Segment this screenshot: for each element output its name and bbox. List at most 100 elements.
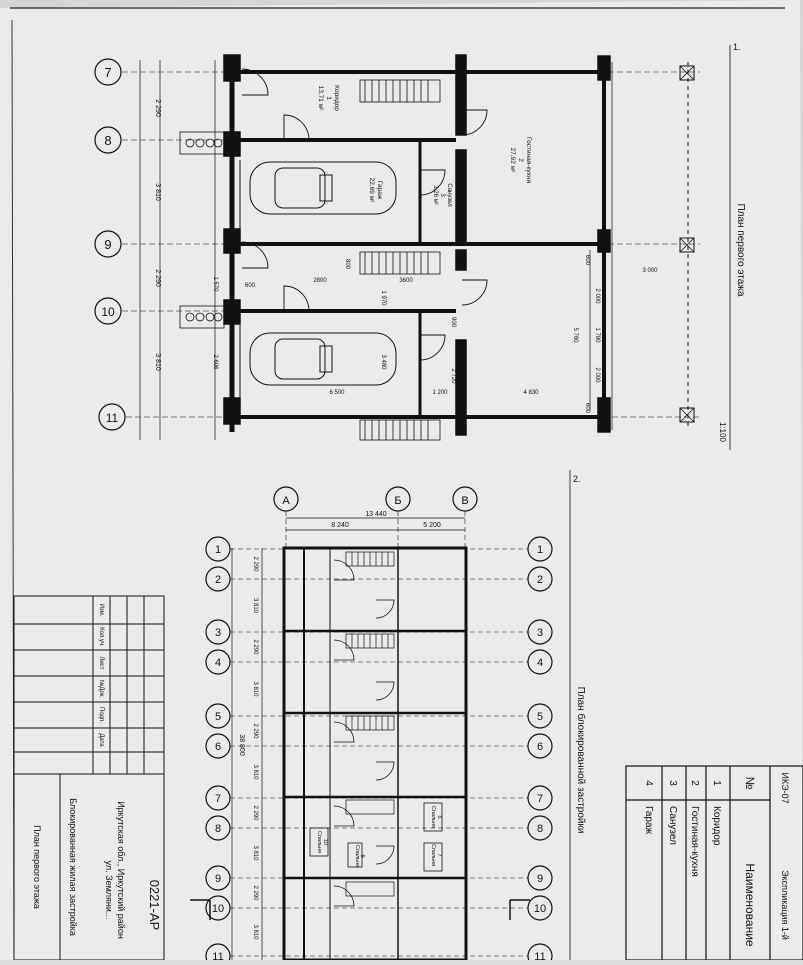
col-num-header: № <box>743 777 757 790</box>
dim-text: 2 000 <box>594 288 600 304</box>
plan-scale: 1:100 <box>718 422 727 443</box>
dim-text: 2 290 <box>252 885 258 901</box>
room-number: 9 <box>359 854 365 857</box>
axis-label: 7 <box>537 793 543 805</box>
axis-circle <box>98 403 126 431</box>
axis-label: 8 <box>537 823 543 835</box>
section-number: 2. <box>573 474 581 484</box>
dim-text: 2800 <box>313 278 327 284</box>
axis-label: 10 <box>534 903 546 915</box>
explication-title: Экспликация 1-й <box>780 870 790 940</box>
axis-label: 3 <box>537 627 543 639</box>
dim-text: 3 480 <box>380 354 386 370</box>
axis-label: 5 <box>537 711 543 723</box>
dim-text: 3 810 <box>252 681 258 697</box>
dim-text: 2 290 <box>252 723 258 739</box>
explication-table <box>625 765 803 961</box>
object-name: Блокированная жилая застройка <box>68 798 78 936</box>
dim-text: 3 810 <box>252 764 258 780</box>
room-number: 3 <box>439 193 445 197</box>
room-name: Коридор <box>333 85 340 111</box>
axis-label: 11 <box>106 411 119 425</box>
dim-text: 1 780 <box>594 327 600 343</box>
axis-label: 9 <box>104 237 111 252</box>
room-label: Спальня <box>316 831 322 853</box>
axis-label: 5 <box>215 711 221 723</box>
dim-text: 5 200 <box>423 522 441 529</box>
plan2-labels: А Б В 13 440 8 240 5 200 38 800 Спальня … <box>238 474 587 867</box>
room-number: 6 <box>436 815 442 818</box>
axis-label: 2 <box>537 574 543 586</box>
bin-icons <box>179 131 225 329</box>
dim-text: 3 810 <box>154 183 161 201</box>
car-icon <box>249 332 397 386</box>
room-number: 10 <box>322 839 328 845</box>
dim-text: 5 780 <box>572 327 578 343</box>
axis-label: 2 <box>215 574 221 586</box>
tb-header: Лист <box>98 656 104 669</box>
row-name: Санузел <box>667 806 678 845</box>
dim-text: 4 830 <box>523 390 539 396</box>
row-num: 3 <box>667 780 678 786</box>
room-name: Гараж <box>376 181 383 200</box>
tb-header: Кол.уч. <box>98 627 104 647</box>
dim-text: 2 290 <box>154 99 161 117</box>
dim-text: 2 000 <box>594 367 600 383</box>
address-line: Иркутская обл., Иркутский район <box>116 801 126 939</box>
axis-label: 10 <box>101 305 115 319</box>
row-num: 2 <box>689 780 700 786</box>
axis-label: 6 <box>215 741 221 753</box>
section-number: 1. <box>733 42 741 52</box>
explication-text: ИКЭ-07 Экспликация 1-й № Наименование 1 … <box>643 772 790 947</box>
room-area: 27,92 м² <box>509 148 516 174</box>
axis-label: 3 <box>215 627 221 639</box>
room-number: 7 <box>436 853 442 856</box>
dim-text: 600 <box>245 283 256 289</box>
row-num: 4 <box>643 780 654 786</box>
dim-text: 8 240 <box>331 522 349 529</box>
tb-header: Дата <box>98 733 104 747</box>
axis-label: 1 <box>215 544 221 556</box>
explication-code: ИКЭ-07 <box>780 772 790 803</box>
axis-label: 4 <box>537 657 543 669</box>
dim-text: 2 290 <box>252 805 258 821</box>
dim-text: 600 <box>584 255 590 266</box>
room-area: 22,69 м² <box>368 178 375 204</box>
axis-label: 7 <box>215 793 221 805</box>
row-num: 1 <box>711 780 722 786</box>
dim-text: 38 800 <box>238 734 245 756</box>
dim-text: 1 570 <box>212 276 218 292</box>
axis-label: Б <box>394 495 401 507</box>
axis-label: А <box>282 495 290 507</box>
tb-header: Подп. <box>98 707 104 723</box>
dim-text: 2 290 <box>252 556 258 572</box>
col-name-header: Наименование <box>743 863 757 947</box>
axis-label: 4 <box>215 657 221 669</box>
axis-label: 11 <box>534 951 545 960</box>
plan1-doors <box>241 68 488 361</box>
dim-text: 1 200 <box>432 390 448 396</box>
tb-header: Изм. <box>98 604 104 617</box>
title-block-text: Изм. Кол.уч. Лист №Док. Подп. Дата 0221-… <box>32 604 162 939</box>
axis-label: 7 <box>104 65 111 80</box>
axis-label: 8 <box>215 823 221 835</box>
dim-text: 13 440 <box>365 511 387 518</box>
room-area: 13,71 м² <box>317 86 324 112</box>
room-number: 2 <box>517 158 524 162</box>
axis-circle <box>94 230 122 258</box>
room-name: Гостиная-кухня <box>525 137 532 183</box>
plan-title: План первого этажа <box>735 203 746 297</box>
dim-text: 900 <box>450 317 456 328</box>
dim-text: 3600 <box>399 278 413 284</box>
axis-circle <box>94 297 122 325</box>
car-icon <box>249 161 397 215</box>
axis-circle <box>94 58 122 86</box>
room-number: 1 <box>325 96 332 100</box>
dim-text: 3 810 <box>252 924 258 940</box>
sheet-name: План первого этажа <box>32 825 42 909</box>
row-name: Коридор <box>711 806 722 846</box>
dim-text: 800 <box>344 259 350 270</box>
